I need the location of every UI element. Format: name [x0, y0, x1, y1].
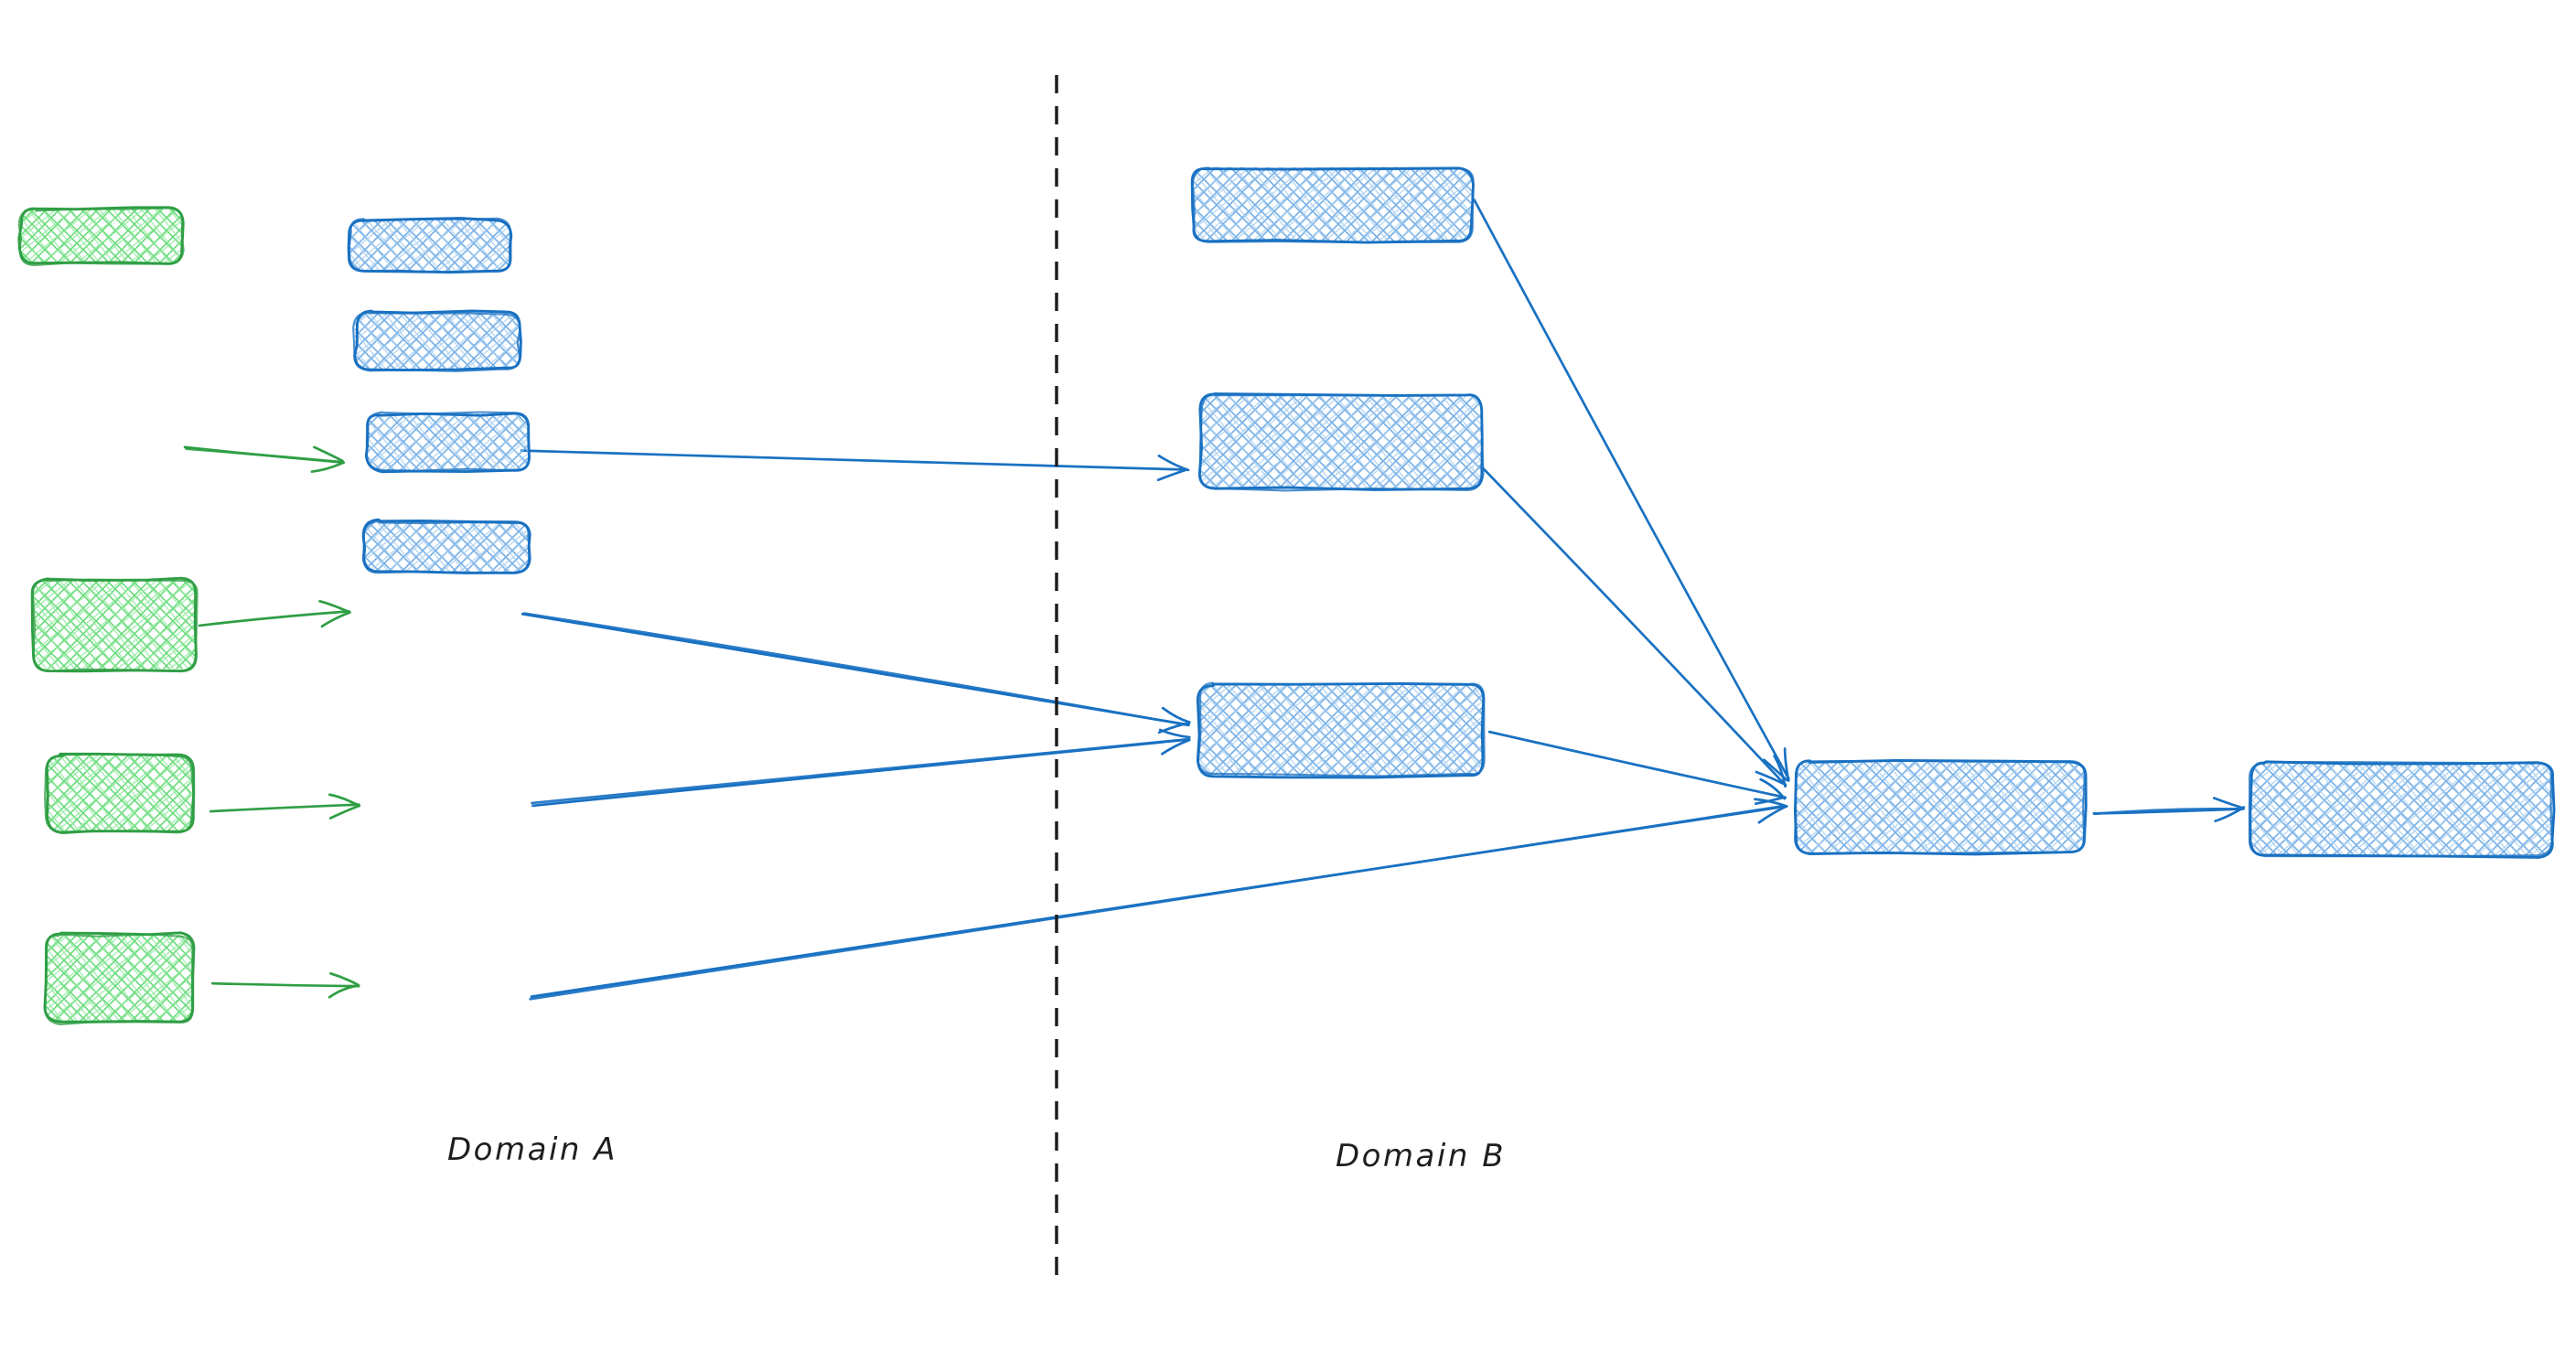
blue-node-4-outline [361, 520, 531, 574]
blue-node-6-fill-b [1200, 394, 1483, 490]
edge-a2-b2-line [198, 609, 350, 627]
edge-c2-c4-arrowhead [1773, 755, 1787, 788]
blue-node-6-outline [1198, 393, 1485, 492]
label-domain-b: Domain B [1336, 1138, 1506, 1174]
edge-a3-b3-arrowhead [327, 793, 361, 808]
blue-node-9-outline [2248, 761, 2553, 858]
blue-node-2-outline [352, 311, 521, 372]
blue-node-7-fill-b [1197, 683, 1484, 777]
green-node-3-outline [44, 753, 195, 835]
edge-c4-c5-line [2093, 807, 2244, 816]
edge-a1-b1-arrowhead [313, 445, 344, 463]
blue-node-4-fill-b [363, 520, 530, 573]
edge-a4-b4-line [211, 981, 360, 988]
edge-a4-b4-arrowhead [329, 971, 360, 987]
green-node-1-outline [17, 207, 185, 267]
green-node-4[interactable] [43, 931, 196, 1025]
edge-a2-b2[interactable] [198, 599, 351, 628]
edge-c4-c5[interactable] [2092, 797, 2246, 822]
edge-a1-b1-arrowhead [310, 461, 346, 474]
green-node-4-outline [44, 933, 194, 1025]
edge-b3-c3-line [531, 737, 1190, 805]
edge-b4-c4-arrowhead [1757, 805, 1787, 824]
nodes-layer [17, 166, 2556, 1025]
blue-node-1-outline [348, 217, 512, 274]
blue-node-5-fill-b [1193, 166, 1474, 241]
edge-b4-c4-line [529, 804, 1787, 1001]
blue-node-9-fill-b [2249, 761, 2553, 856]
blue-node-3-outline [365, 411, 531, 472]
edge-c3-c4-arrowhead [1754, 796, 1786, 806]
green-node-3[interactable] [44, 752, 196, 835]
blue-node-3[interactable] [364, 411, 531, 474]
blue-node-2[interactable] [352, 309, 522, 372]
edge-c1-c4-arrowhead [1783, 747, 1790, 782]
green-node-2-fill-b [34, 578, 198, 670]
edge-b1-c2-arrowhead [1156, 468, 1187, 482]
blue-node-8-fill-b [1794, 760, 2085, 853]
blue-node-7-outline [1196, 681, 1486, 779]
blue-node-9[interactable] [2248, 760, 2556, 859]
blue-node-3-fill-b [366, 413, 530, 471]
blue-node-8-outline [1793, 759, 2086, 855]
green-node-1[interactable] [17, 206, 185, 267]
blue-node-7-outline [1197, 681, 1486, 777]
edge-b1-c2-arrowhead [1157, 454, 1190, 472]
edge-b1-c2-line [520, 449, 1188, 471]
edge-b3-c3-arrowhead [1161, 738, 1191, 756]
edge-a1-b1[interactable] [183, 445, 346, 474]
edge-b3-c3-arrowhead [1158, 728, 1191, 739]
edge-b2-c3[interactable] [521, 612, 1191, 734]
green-node-2-outline [31, 577, 199, 672]
edge-b3-c3[interactable] [531, 728, 1191, 808]
edge-c4-c5-arrowhead [2213, 797, 2245, 809]
edge-a1-b1-line [185, 447, 345, 464]
edge-c2-c4[interactable] [1479, 464, 1787, 788]
blue-node-2-outline [353, 309, 522, 372]
blue-node-4[interactable] [361, 518, 531, 574]
edge-a3-b3[interactable] [209, 793, 361, 820]
blue-node-5[interactable] [1190, 166, 1475, 244]
label-domain-a: Domain A [447, 1131, 617, 1168]
edge-c2-c4-arrowhead [1755, 770, 1787, 787]
blue-node-6[interactable] [1197, 392, 1485, 492]
edge-b4-c4[interactable] [529, 798, 1788, 1001]
edge-c2-c4-line [1479, 464, 1787, 787]
edge-c3-c4-arrowhead [1759, 777, 1787, 800]
edge-a4-b4[interactable] [211, 971, 360, 999]
blue-node-5-outline [1191, 166, 1475, 243]
edge-a3-b3-arrowhead [328, 804, 360, 820]
edge-a2-b2-arrowhead [320, 611, 351, 628]
edge-b1-c2[interactable] [520, 449, 1190, 482]
blue-node-1-fill-b [349, 219, 511, 273]
labels-layer: Domain A Domain B [447, 1131, 1506, 1174]
blue-node-7[interactable] [1196, 681, 1486, 779]
green-node-4-fill-b [45, 934, 194, 1024]
green-node-1-fill-b [19, 208, 184, 264]
edge-c3-c4[interactable] [1487, 730, 1787, 806]
green-node-2[interactable] [30, 576, 199, 673]
edge-c1-c4-arrowhead [1763, 758, 1788, 782]
edge-b4-c4-arrowhead [1754, 798, 1788, 808]
edge-c1-c4[interactable] [1473, 198, 1790, 782]
edge-b2-c3-line [522, 612, 1190, 727]
blue-node-1[interactable] [347, 217, 513, 274]
edge-a4-b4-arrowhead [327, 984, 360, 999]
edges-layer [183, 198, 2246, 1001]
blue-node-2-fill-b [354, 312, 521, 370]
edge-c1-c4-line [1473, 198, 1790, 780]
edge-b2-c3-arrowhead [1161, 706, 1191, 724]
green-node-3-fill-b [45, 755, 193, 833]
edge-a2-b2-arrowhead [318, 599, 350, 614]
blue-node-8[interactable] [1793, 759, 2088, 856]
edge-c3-c4-line [1487, 730, 1787, 799]
edge-a3-b3-line [209, 803, 360, 813]
